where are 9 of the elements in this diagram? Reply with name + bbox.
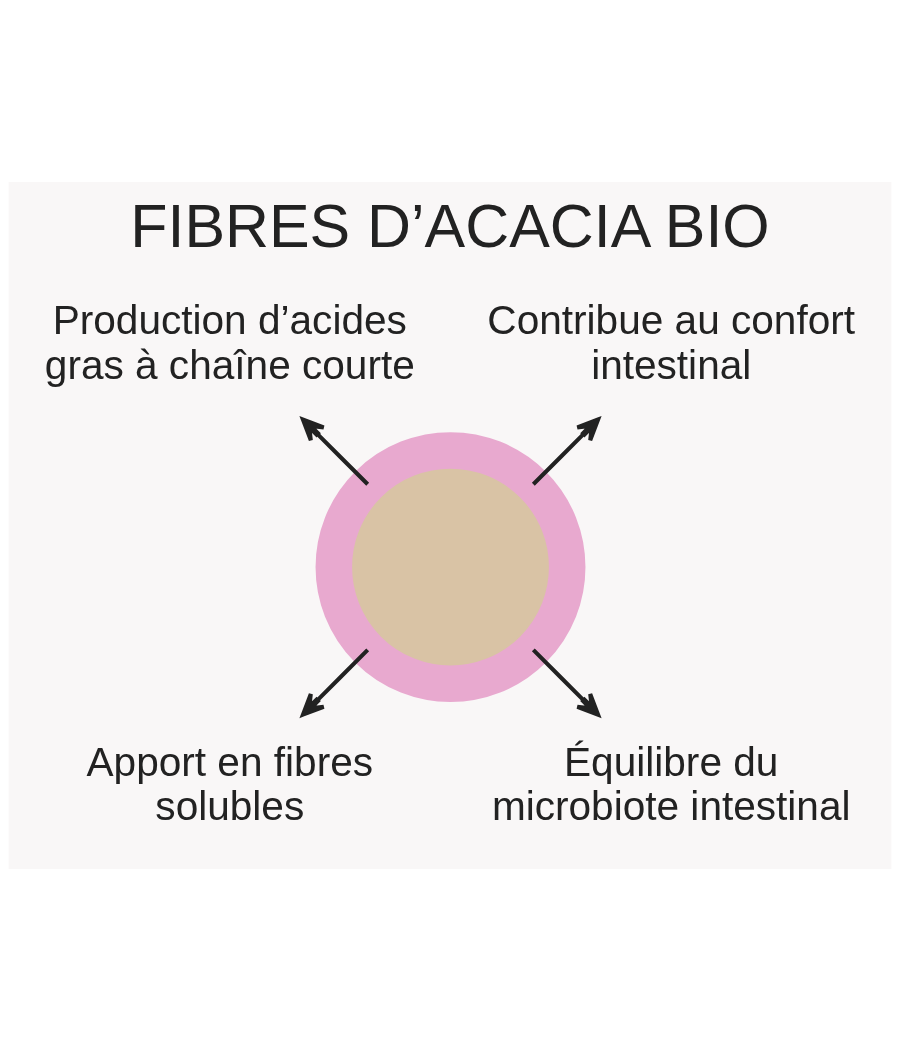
node-text: Équilibre du microbiote intestinal: [491, 738, 851, 829]
node-text: Production d’acides gras à chaîne courte: [44, 296, 415, 388]
arrow: [531, 416, 601, 486]
node-text: Apport en fibres solubles: [86, 738, 374, 829]
node-text: Contribue au confort intestinal: [487, 296, 856, 388]
arrow: [300, 648, 370, 717]
arrow: [531, 648, 601, 717]
diagram-title: FIBRES D’ACACIA BIO: [130, 191, 770, 260]
arrow: [300, 416, 370, 486]
